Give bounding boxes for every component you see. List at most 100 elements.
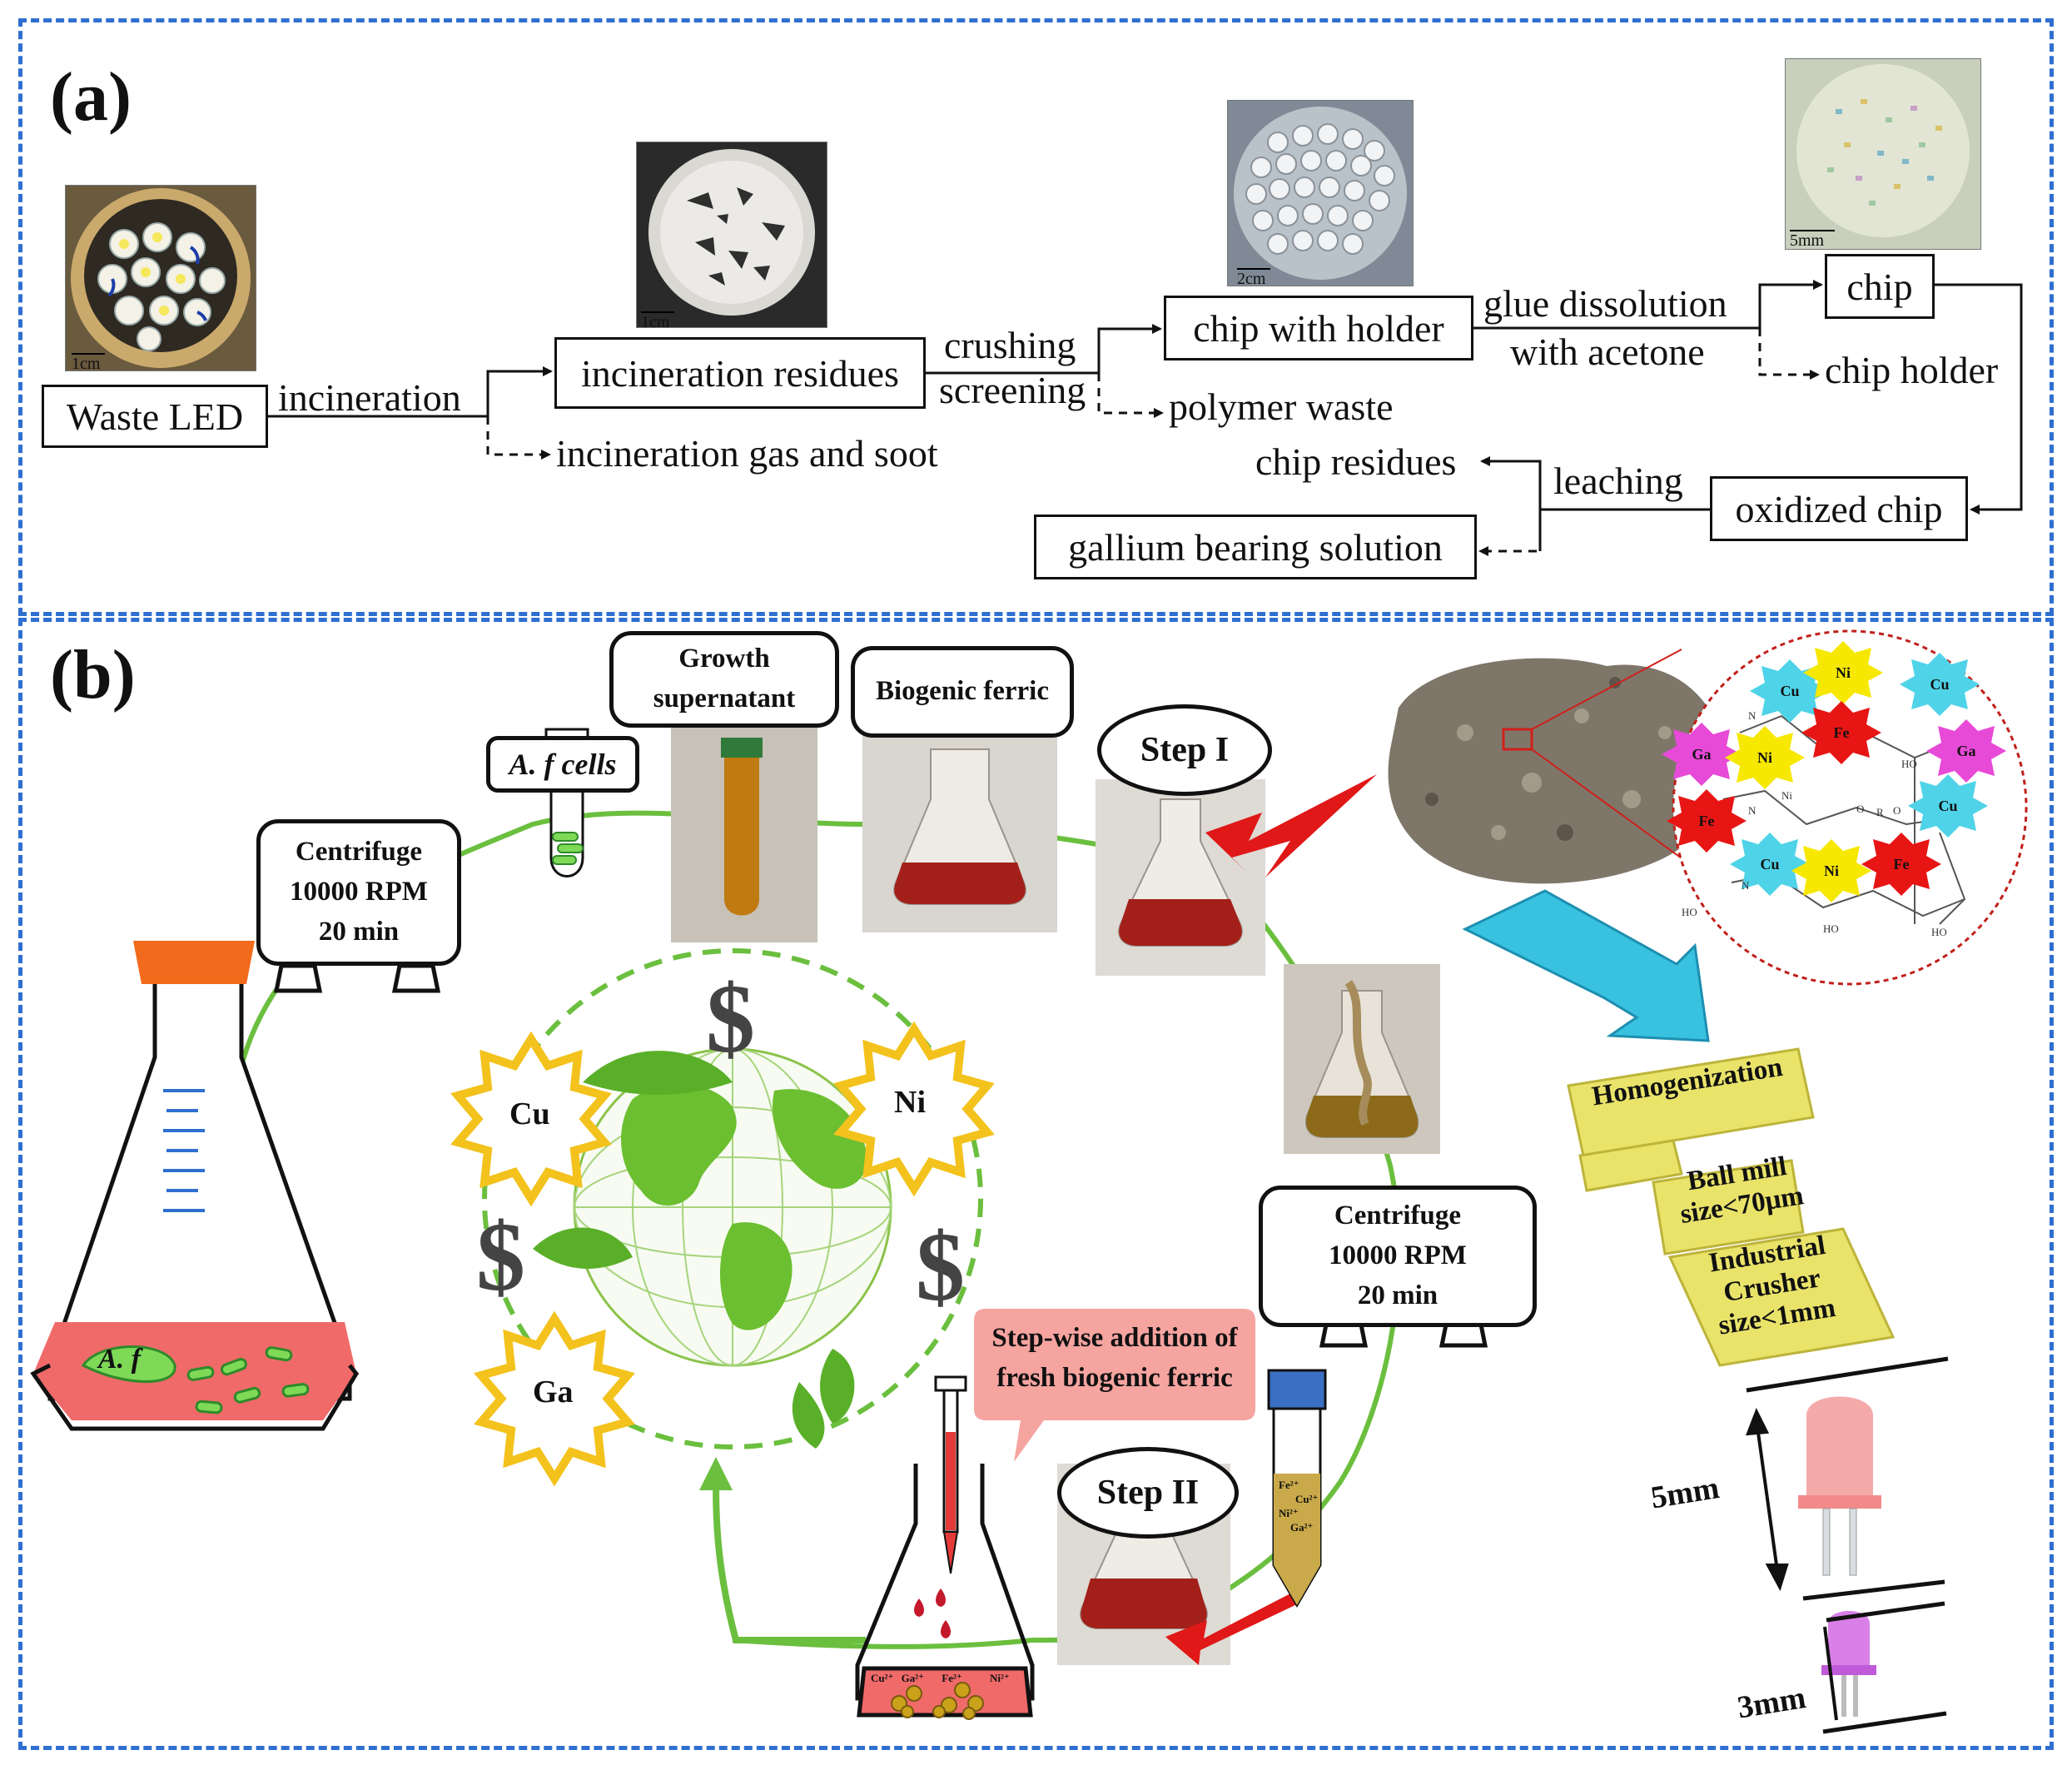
chip-photo: [1785, 58, 1981, 250]
tube-ion-4: Ga²⁺: [1290, 1520, 1314, 1534]
panel-a-letter: (a): [50, 58, 132, 136]
step1-ellipse: Step I: [1097, 704, 1272, 796]
glue-dissolution-label: glue dissolution: [1483, 282, 1727, 325]
chip-with-holder-photo: [1227, 100, 1414, 286]
step2-ellipse: Step II: [1057, 1447, 1239, 1539]
scale-bar-residues: 1cm: [641, 311, 674, 332]
culture-flask-icon: [30, 941, 360, 1431]
zoom-small-2: N: [1748, 709, 1756, 722]
titration-flask-icon: [855, 1375, 1035, 1720]
dollar-top: $: [706, 964, 755, 1073]
zoom-small-11: HO: [1682, 906, 1697, 918]
biogenic-ferric-box: Biogenic ferric: [851, 646, 1074, 738]
zoom-ion-7: Ga: [1956, 743, 1975, 759]
crusher-label: Industrial Crusher size<1mm: [1707, 1231, 1838, 1343]
tube-ion-2: Cu²⁺: [1295, 1492, 1319, 1505]
led-5mm-icon: [1798, 1396, 1881, 1576]
panel-b-letter: (b): [50, 636, 136, 713]
waste-led-photo: [65, 185, 256, 371]
step1-flask-photo: [1096, 779, 1265, 976]
zoom-ion-8: Fe: [1699, 813, 1715, 829]
tube-ion-1: Fe²⁺: [1279, 1479, 1299, 1491]
zoom-small-1: Ni: [1781, 789, 1792, 802]
metal-ni-label: Ni: [894, 1085, 926, 1120]
zoom-ion-5: Ga: [1692, 746, 1711, 763]
stepwise-line1: Step-wise addition of: [991, 1323, 1238, 1353]
zoom-small-10: HO: [1931, 926, 1947, 938]
af-cells-label: A. f cells: [509, 747, 617, 781]
centrifuge-top-box: Centrifuge 10000 RPM 20 min: [256, 819, 461, 966]
scale-bar-chip: 5mm: [1790, 230, 1835, 251]
oxidized-chip-box: oxidized chip: [1710, 476, 1968, 541]
precipitate-flask-photo: [1284, 964, 1440, 1154]
panel-b: [18, 618, 2054, 1750]
chip-holder-label: chip holder: [1825, 349, 1999, 391]
gallium-bearing-solution-box: gallium bearing solution: [1034, 515, 1477, 579]
zoom-small-3: N: [1748, 804, 1756, 817]
leaching-label: leaching: [1553, 460, 1683, 502]
panel-a: [18, 18, 2054, 616]
tube-ion-3: Ni²⁺: [1279, 1506, 1299, 1519]
zoom-ion-6: Ni: [1757, 749, 1772, 766]
with-acetone-label: with acetone: [1510, 331, 1705, 373]
speech-bubble: [974, 1309, 1255, 1462]
processing-blocks: [1567, 1047, 1896, 1367]
zoom-ion-12: Fe: [1894, 856, 1910, 873]
stepwise-line2: fresh biogenic ferric: [996, 1362, 1233, 1393]
centrifuge-bottom-box: Centrifuge 10000 RPM 20 min: [1259, 1186, 1537, 1327]
flask-ions: Cu²⁺ Ga²⁺ Fe²⁺ Ni²⁺: [871, 1672, 1010, 1685]
af-cells-box: A. f cells: [486, 736, 639, 793]
zoom-small-8: HO: [1901, 758, 1917, 770]
zoom-small-7: O: [1893, 804, 1901, 817]
growth-supernatant-photo: [671, 716, 817, 942]
zoom-small-5: O: [1856, 803, 1864, 815]
tube-ions: Fe²⁺ Cu²⁺ Ni²⁺ Ga²⁺: [1279, 1479, 1318, 1535]
chip-with-holder-box: chip with holder: [1164, 296, 1473, 360]
centrifuge-bottom-speed: 10000 RPM: [1329, 1240, 1467, 1271]
waste-led-box: Waste LED: [42, 385, 268, 448]
metal-cu-label: Cu: [509, 1096, 550, 1131]
crushing-label: crushing: [944, 324, 1076, 366]
screening-label: screening: [939, 369, 1086, 411]
growth-supernatant-line1: Growth: [678, 644, 770, 674]
starburst-ga-icon: [474, 1310, 635, 1487]
metal-ga-label: Ga: [533, 1375, 574, 1410]
zoom-circle: [1672, 629, 2028, 986]
dollar-right: $: [916, 1212, 965, 1321]
dollar-left: $: [476, 1202, 525, 1311]
zoom-ion-4: Fe: [1834, 724, 1850, 741]
red-arrow-step1: [1205, 774, 1377, 878]
red-arrow-step2: [1165, 1592, 1299, 1665]
falcon-tube-icon: [1267, 1369, 1327, 1608]
chip-residues-label: chip residues: [1255, 440, 1457, 483]
zoom-small-6: R: [1876, 806, 1884, 818]
polymer-waste-label: polymer waste: [1169, 385, 1394, 428]
globe-icon: [533, 1047, 892, 1449]
flask-ion-1: Cu²⁺: [871, 1672, 894, 1684]
scale-bar-led: 1cm: [72, 353, 105, 374]
centrifuge-bottom-time: 20 min: [1357, 1280, 1438, 1310]
powder-pile-photo: [1388, 649, 1727, 884]
zoom-ion-10: Cu: [1760, 856, 1779, 873]
incineration-gas-soot-label: incineration gas and soot: [556, 432, 938, 475]
centrifuge-top-title: Centrifuge: [295, 837, 423, 868]
zoom-ion-9: Cu: [1938, 798, 1957, 814]
flask-ion-3: Fe²⁺: [942, 1672, 962, 1684]
panel-a-connectors: [268, 280, 2023, 556]
biogenic-ferric-photo: [862, 723, 1057, 932]
flask-ion-2: Ga²⁺: [901, 1672, 925, 1684]
zoom-small-9: HO: [1823, 922, 1839, 935]
zoom-ion-1: Cu: [1780, 683, 1799, 699]
zoom-ion-11: Ni: [1824, 863, 1839, 879]
scale-bar-chip-holder: 2cm: [1237, 268, 1270, 289]
zoom-ion-2: Ni: [1836, 664, 1851, 681]
centrifuge-top-speed: 10000 RPM: [290, 877, 428, 907]
starburst-ni-icon: [833, 1021, 995, 1197]
centrifuge-bottom-title: Centrifuge: [1334, 1201, 1462, 1231]
cyan-up-arrow: [1462, 889, 1710, 1042]
flask-ion-4: Ni²⁺: [990, 1672, 1010, 1684]
zoom-small-4: N: [1742, 879, 1750, 892]
starburst-cu-icon: [450, 1031, 612, 1207]
